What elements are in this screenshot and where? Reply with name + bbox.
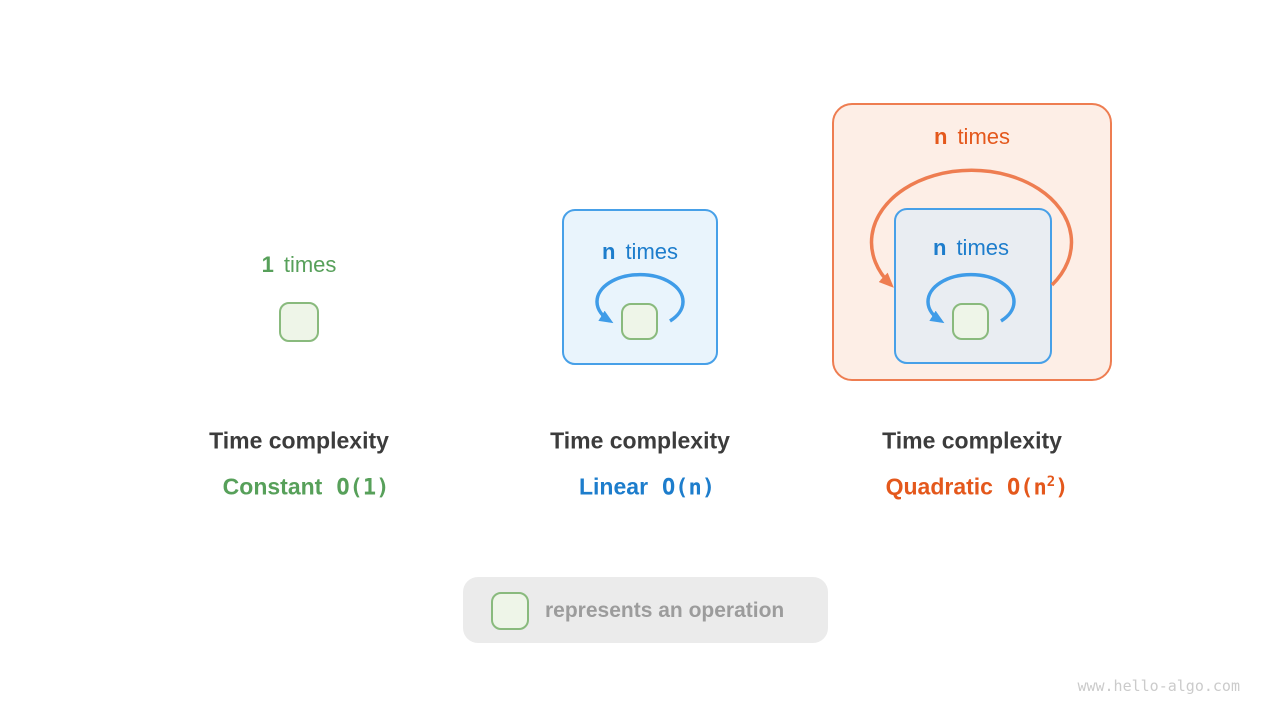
linear-name: Linear — [578, 473, 649, 500]
quadratic-big-o: O(n2) — [1006, 474, 1069, 501]
linear-times-word: times — [625, 239, 679, 264]
constant-times-word: times — [283, 252, 337, 277]
quadratic-name: Quadratic — [885, 473, 993, 500]
linear-title: Time complexity — [550, 427, 730, 454]
legend-label: represents an operation — [545, 599, 785, 622]
quadratic-title: Time complexity — [882, 427, 1062, 454]
quadratic-inner-times-word: times — [956, 235, 1010, 260]
constant-count: 1 — [261, 252, 274, 277]
quadratic-outer-loop-arrow-icon — [869, 168, 1074, 288]
quadratic-complexity: Quadratic O(n2) — [886, 474, 1069, 501]
legend-operation-box — [491, 592, 529, 630]
quadratic-inner-count: n — [932, 235, 947, 260]
operation-box — [952, 303, 989, 340]
quadratic-inner-loop-arrow-icon — [926, 272, 1016, 324]
operation-box — [621, 303, 658, 340]
constant-title: Time complexity — [209, 427, 389, 454]
constant-times-label: 1 times — [262, 252, 337, 278]
watermark: www.hello-algo.com — [1077, 677, 1240, 695]
constant-big-o: O(1) — [336, 475, 390, 501]
quadratic-outer-times-word: times — [957, 124, 1011, 149]
constant-name: Constant — [222, 473, 323, 500]
quadratic-inner-panel — [894, 208, 1052, 364]
linear-loop-arrow-icon — [595, 272, 685, 324]
linear-big-o: O(n) — [662, 475, 716, 501]
constant-complexity: Constant O(1) — [223, 474, 390, 501]
quadratic-outer-count: n — [933, 124, 948, 149]
operation-box — [279, 302, 319, 342]
linear-complexity: Linear O(n) — [579, 474, 715, 501]
linear-count: n — [601, 239, 616, 264]
